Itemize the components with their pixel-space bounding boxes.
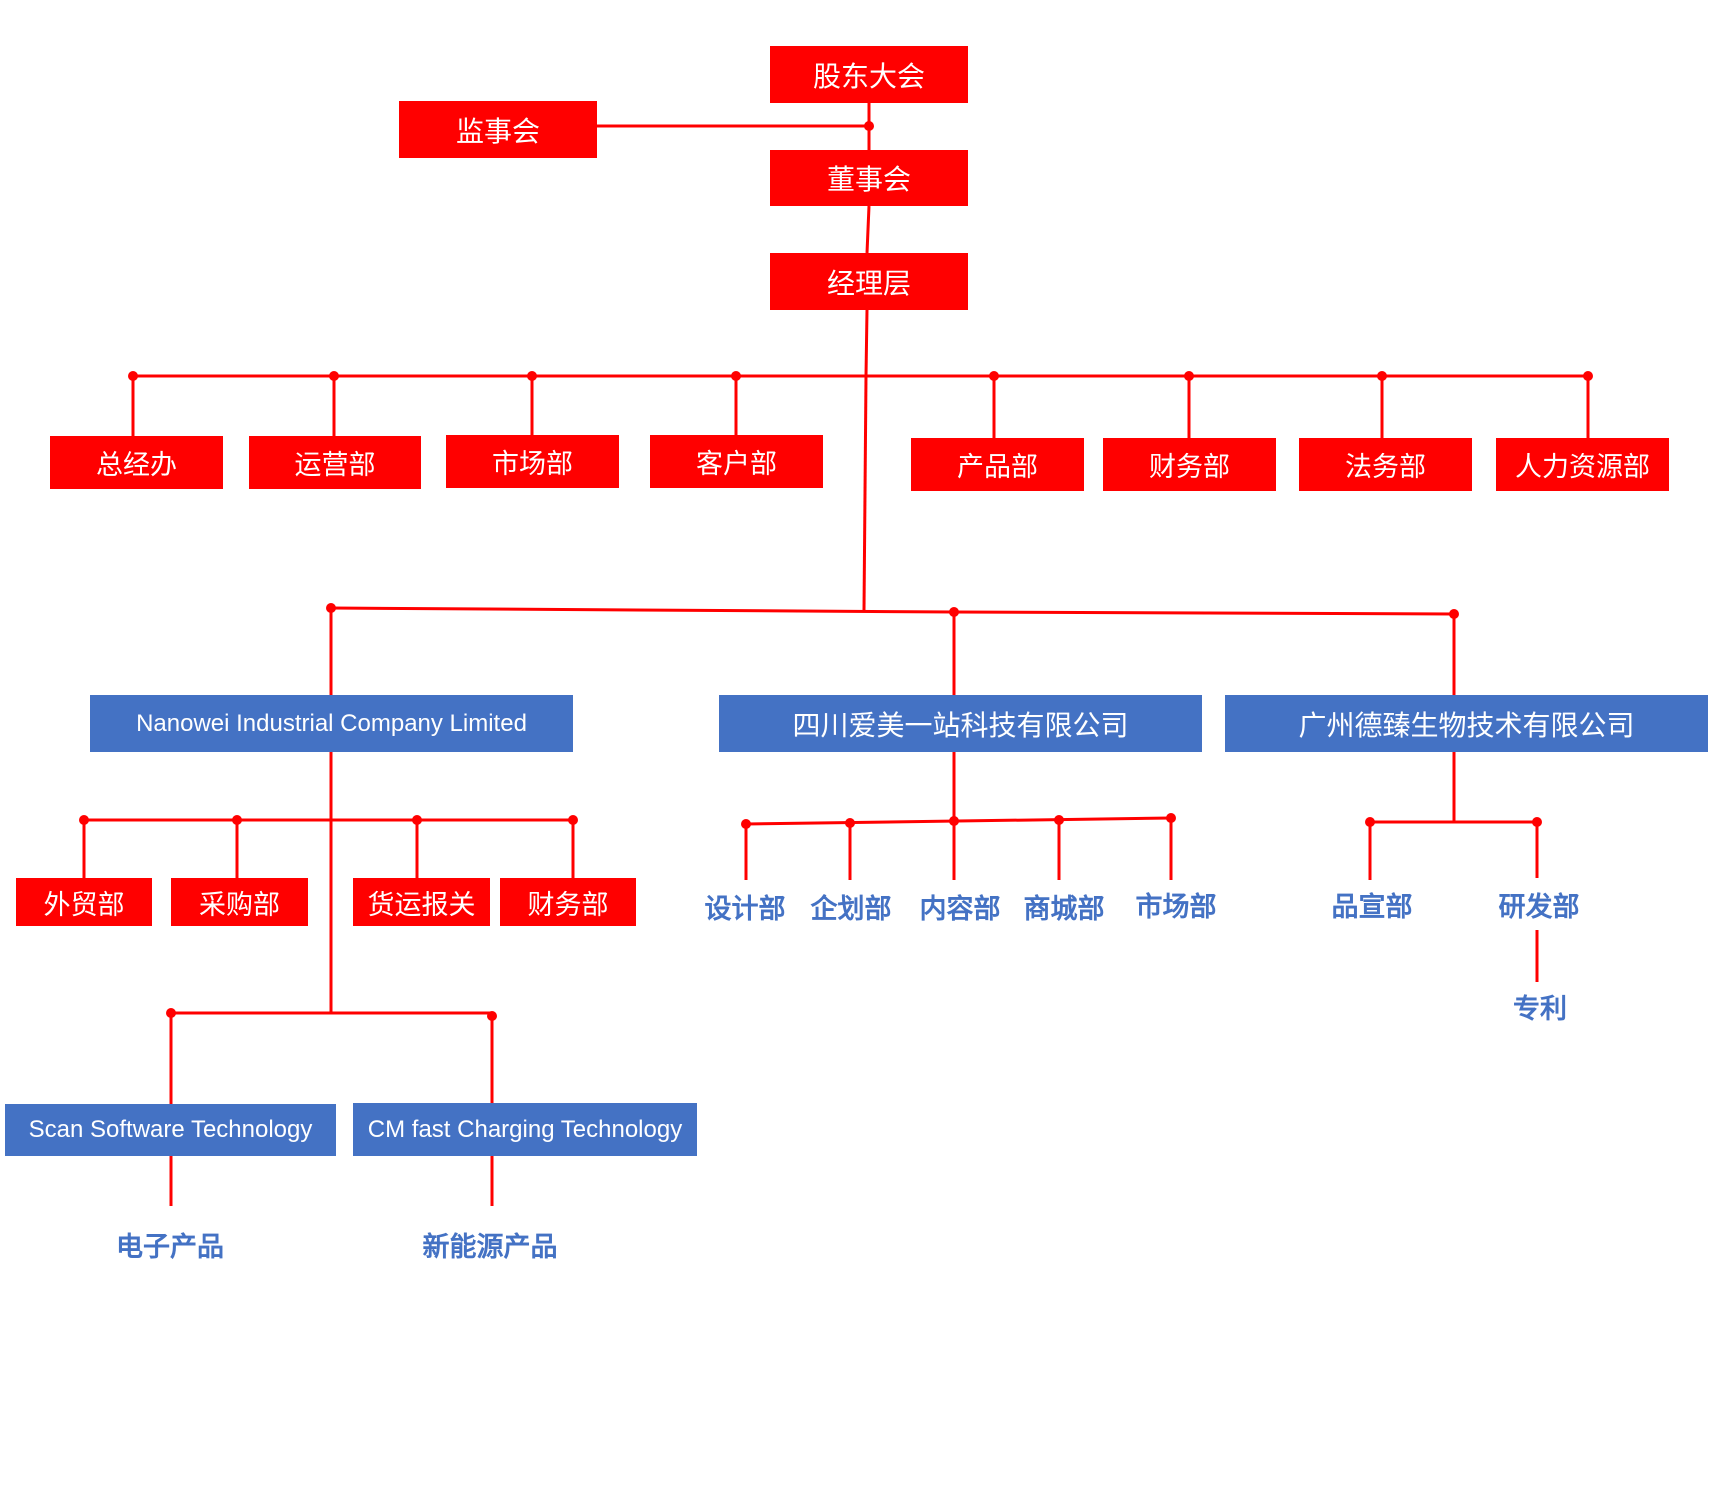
nanowei-dept-purchasing: 采购部 [171,878,308,926]
dept-finance: 财务部 [1103,438,1276,491]
guangzhou-dept-rnd: 研发部 [1498,891,1580,923]
dept-human-resources: 人力资源部 [1496,438,1669,491]
sichuan-dept-mall: 商城部 [1023,893,1105,925]
product-electronics: 电子产品 [116,1231,224,1263]
shareholders-meeting-box: 股东大会 [770,46,968,103]
division-cm-fast-charging: CM fast Charging Technology [353,1103,697,1156]
connector-line [330,606,955,614]
sichuan-dept-marketing: 市场部 [1135,891,1217,923]
guangzhou-dept-brand: 品宣部 [1331,891,1413,923]
dept-general-office: 总经办 [50,436,223,489]
dept-legal: 法务部 [1299,438,1472,491]
company-nanowei: Nanowei Industrial Company Limited [90,695,573,752]
sichuan-dept-content: 内容部 [919,893,1001,925]
connector-line [864,309,869,377]
connector-line [865,205,871,254]
product-new-energy: 新能源产品 [422,1231,558,1263]
board-of-directors-box: 董事会 [770,150,968,206]
connector-line [953,610,1455,616]
dept-customer: 客户部 [650,435,823,488]
sichuan-dept-design: 设计部 [704,893,786,925]
connector-line [862,375,868,611]
junction-dot [864,121,874,131]
guangzhou-patent: 专利 [1513,993,1567,1025]
dept-product: 产品部 [911,438,1084,491]
dept-operations: 运营部 [249,436,421,489]
nanowei-dept-finance: 财务部 [500,878,636,926]
sichuan-dept-planning: 企划部 [810,893,892,925]
company-sichuan-aimei: 四川爱美一站科技有限公司 [719,695,1202,752]
division-scan-software: Scan Software Technology [5,1104,336,1156]
dept-marketing: 市场部 [446,435,619,488]
management-box: 经理层 [770,253,968,310]
supervisory-board-box: 监事会 [399,101,597,158]
company-guangzhou-dezhen: 广州德臻生物技术有限公司 [1225,695,1708,752]
nanowei-dept-foreign-trade: 外贸部 [16,878,152,926]
nanowei-dept-freight-customs: 货运报关 [353,878,490,926]
